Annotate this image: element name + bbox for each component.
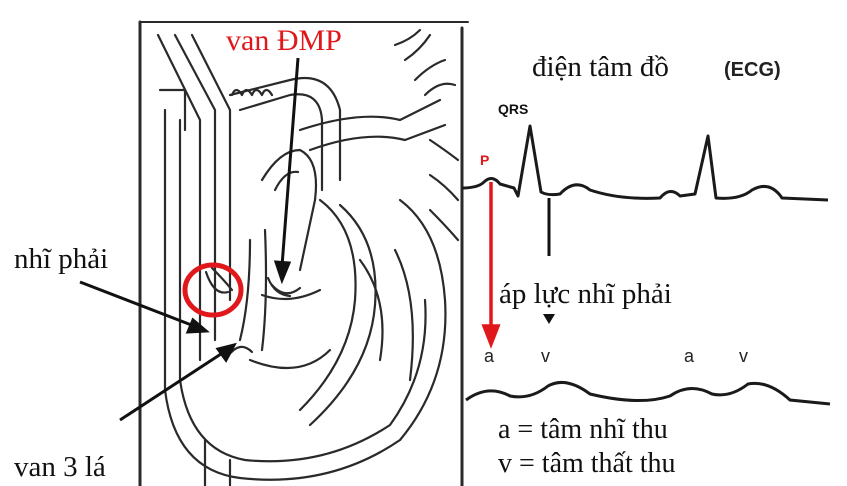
- wave-v-label-2: v: [739, 346, 748, 366]
- wave-a-label-1: a: [484, 346, 495, 366]
- wave-v-label-1: v: [541, 346, 550, 366]
- ecg-title: điện tâm đồ: [532, 51, 669, 83]
- legend-v: v = tâm thất thu: [498, 448, 676, 479]
- wave-a-label-2: a: [684, 346, 695, 366]
- heart-illustration: [140, 22, 468, 486]
- pulmonary-valve-label: van ĐMP: [226, 24, 342, 57]
- ecg-abbr: (ECG): [724, 59, 781, 81]
- right-atrium-label: nhĩ phải: [14, 243, 108, 275]
- v-pointer-icon: [543, 314, 555, 324]
- ra-pressure-trace: [466, 382, 830, 404]
- ra-pressure-label: áp lực nhĩ phải: [499, 278, 672, 310]
- legend-a: a = tâm nhĩ thu: [498, 414, 668, 445]
- p-wave-label: P: [480, 152, 489, 168]
- tricuspid-valve-label: van 3 lá: [14, 451, 106, 483]
- qrs-label: QRS: [498, 101, 528, 117]
- p-to-a-arrow: [484, 182, 498, 344]
- ecg-trace: [462, 126, 828, 200]
